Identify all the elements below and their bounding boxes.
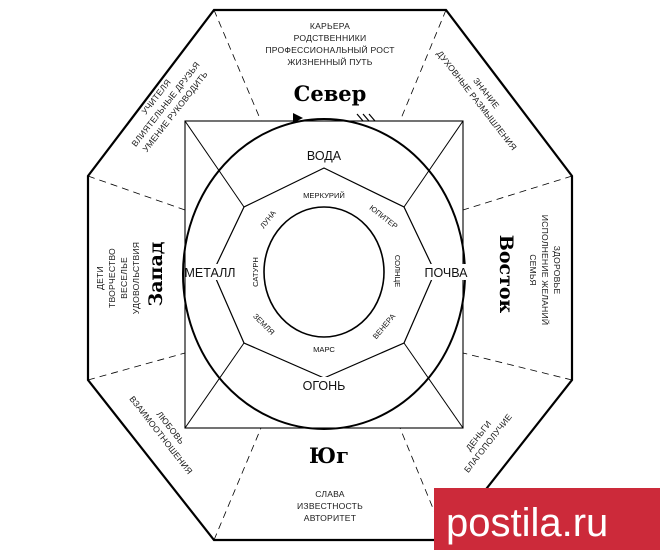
cycle-feather-icon (356, 113, 376, 122)
sector-north-line-4: ЖИЗНЕННЫЙ ПУТЬ (287, 56, 372, 67)
sector-south-line-1: СЛАВА (315, 489, 345, 499)
sector-southwest: ЛЮБОВЬ ВЗАИМООТНОШЕНИЯ (127, 394, 194, 476)
sector-north-line-3: ПРОФЕССИОНАЛЬНЫЙ РОСТ (265, 44, 395, 55)
sector-north-line-2: РОДСТВЕННИКИ (294, 33, 367, 43)
center-circle (263, 206, 385, 338)
element-soil-label: ПОЧВА (424, 266, 468, 280)
sector-south: СЛАВА ИЗВЕСТНОСТЬ АВТОРИТЕТ (297, 489, 363, 523)
watermark-text: postila.ru (446, 501, 608, 545)
planet-saturn-label: САТУРН (251, 257, 260, 287)
sector-north: КАРЬЕРА РОДСТВЕННИКИ ПРОФЕССИОНАЛЬНЫЙ РО… (265, 21, 395, 67)
sector-northwest: УЧИТЕЛЯ ВЛИЯТЕЛЬНЫЕ ДРУЗЬЯ УМЕНИЕ РУКОВО… (129, 60, 209, 154)
sector-north-line-1: КАРЬЕРА (310, 21, 350, 31)
sector-west-line-1: ДЕТИ (95, 266, 105, 290)
sector-west-line-3: ВЕСЕЛЬЕ (119, 257, 129, 299)
planet-mercury-label: МЕРКУРИЙ (303, 191, 345, 200)
element-metal-label: МЕТАЛЛ (185, 266, 236, 280)
element-water-label: ВОДА (307, 149, 342, 163)
sector-south-line-2: ИЗВЕСТНОСТЬ (297, 501, 363, 511)
sector-east: ЗДОРОВЬЕ ИСПОЛНЕНИЕ ЖЕЛАНИЙ СЕМЬЯ (528, 215, 562, 325)
sector-east-line-3: СЕМЬЯ (528, 254, 538, 286)
sector-south-line-3: АВТОРИТЕТ (304, 513, 357, 523)
sector-east-line-1: ЗДОРОВЬЕ (552, 246, 562, 295)
planet-sun-label: СОЛНЦЕ (393, 255, 402, 287)
sector-west: ДЕТИ ТВОРЧЕСТВО ВЕСЕЛЬЕ УДОВОЛЬСТВИЯ (95, 242, 141, 314)
corner-diagonals (184, 120, 464, 429)
sector-west-line-2: ТВОРЧЕСТВО (107, 248, 117, 308)
planet-mars-label: МАРС (313, 345, 335, 354)
sector-dividers (87, 9, 573, 541)
element-fire-label: ОГОНЬ (303, 379, 346, 393)
direction-east-label: Восток (495, 235, 517, 314)
direction-west-label: Запад (145, 241, 167, 306)
sector-west-line-4: УДОВОЛЬСТВИЯ (131, 242, 141, 314)
watermark: postila.ru (434, 488, 660, 550)
direction-north-label: Север (294, 81, 367, 106)
cycle-arrow-icon (293, 113, 303, 123)
sector-northeast-line-2: ДУХОВНЫЕ РАЗМЫШЛЕНИЯ (435, 49, 519, 153)
direction-south-label: Юг (309, 443, 349, 468)
sector-east-line-2: ИСПОЛНЕНИЕ ЖЕЛАНИЙ (540, 215, 551, 325)
